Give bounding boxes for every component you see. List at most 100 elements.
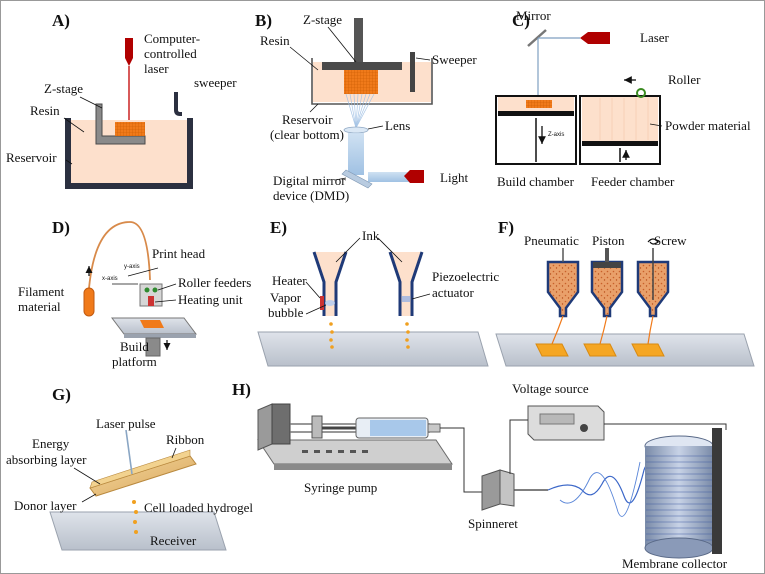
piezo-nozzle xyxy=(388,251,424,316)
label-filament-1: Filament xyxy=(18,284,65,299)
label-heater: Heater xyxy=(272,273,307,288)
panel-e-letter: E) xyxy=(270,218,287,237)
label-reservoir: Reservoir xyxy=(6,150,57,165)
label-piston: Piston xyxy=(592,233,625,248)
label-laser-pulse: Laser pulse xyxy=(96,416,156,431)
label-feeder-chamber: Feeder chamber xyxy=(591,174,675,189)
label-pneumatic: Pneumatic xyxy=(524,233,579,248)
label-lens: Lens xyxy=(385,118,410,133)
label-mirror: Mirror xyxy=(516,8,551,23)
substrate-slide-e xyxy=(257,331,489,367)
panel-c: C) Z-axis Mirror Laser Rolle xyxy=(495,8,751,189)
printed-object-b xyxy=(344,70,378,94)
pneumatic-extruder xyxy=(546,248,580,318)
label-donor-layer: Donor layer xyxy=(14,498,77,513)
panel-h: H) xyxy=(232,380,728,571)
label-build-platform-1: Build xyxy=(120,339,149,354)
label-reservoir-b-1: Reservoir xyxy=(282,112,333,127)
label-laser-2: controlled xyxy=(144,46,197,61)
feeder-powder xyxy=(582,97,658,141)
pump-plunger-block xyxy=(311,415,323,439)
screw-extruder xyxy=(636,238,670,318)
label-yaxis: y-axis xyxy=(124,264,140,270)
panel-b-letter: B) xyxy=(255,11,272,30)
label-sweeper: sweeper xyxy=(194,75,237,90)
filament-spool xyxy=(83,287,95,317)
label-membrane-collector: Membrane collector xyxy=(622,556,728,571)
panel-a-letter: A) xyxy=(52,11,70,30)
collector-plate xyxy=(712,428,722,554)
reservoir-vessel xyxy=(65,118,193,189)
label-ribbon: Ribbon xyxy=(166,432,205,447)
panel-d-letter: D) xyxy=(52,218,70,237)
label-resin: Resin xyxy=(30,103,60,118)
dmd-mirror xyxy=(341,169,373,189)
panel-f-letter: F) xyxy=(498,218,514,237)
panel-e: E) Ink Heater Vapor bubble Piezo xyxy=(257,218,499,367)
roller-feeder-right xyxy=(152,287,158,293)
label-energy-2: absorbing layer xyxy=(6,452,87,467)
laser-pulse-beam xyxy=(125,429,133,475)
panel-c-letter: C) xyxy=(512,11,530,30)
label-print-head: Print head xyxy=(152,246,206,261)
sweeper xyxy=(174,92,182,116)
label-piezo-2: actuator xyxy=(432,285,475,300)
label-piezo-1: Piezoelectric xyxy=(432,269,499,284)
label-zaxis-c: Z-axis xyxy=(548,132,564,138)
roller-icon xyxy=(636,88,646,98)
laser-source-icon xyxy=(588,32,610,44)
lens xyxy=(343,126,369,134)
receiver-slide xyxy=(49,511,227,551)
light-source-icon xyxy=(410,170,424,183)
panel-f: F) Pneumatic Piston Screw xyxy=(495,218,755,367)
label-spinneret: Spinneret xyxy=(468,516,518,531)
thermal-nozzle xyxy=(312,251,348,316)
label-build-chamber: Build chamber xyxy=(497,174,575,189)
label-laser-3: laser xyxy=(144,61,169,76)
label-roller: Roller xyxy=(668,72,701,87)
label-sweeper-b: Sweeper xyxy=(432,52,477,67)
label-cell-hydrogel: Cell loaded hydrogel xyxy=(144,500,253,515)
mirror xyxy=(527,29,547,47)
light-column xyxy=(348,133,364,175)
label-laser-1: Computer- xyxy=(144,31,200,46)
membrane-collector-drum xyxy=(645,446,713,548)
label-vapor-2: bubble xyxy=(268,305,304,320)
label-filament-2: material xyxy=(18,299,61,314)
panel-a: A) Computer- controlled laser sweeper Z-… xyxy=(6,11,237,189)
label-receiver: Receiver xyxy=(150,533,197,548)
label-xaxis: x-axis xyxy=(102,276,118,282)
filament-strand xyxy=(87,221,151,303)
substrate-slide-f xyxy=(495,333,755,367)
label-energy-1: Energy xyxy=(32,436,70,451)
z-stage-plate xyxy=(322,62,402,70)
piston-extruder xyxy=(590,248,624,318)
label-syringe-pump: Syringe pump xyxy=(304,480,377,495)
label-build-platform-2: platform xyxy=(112,354,157,369)
label-ink: Ink xyxy=(362,228,380,243)
sweeper-b xyxy=(410,52,415,92)
roller-feeder-left xyxy=(144,287,150,293)
spinneret xyxy=(481,469,501,511)
label-zstage: Z-stage xyxy=(44,81,83,96)
panel-d: D) y-axis x-axis Print head Roller feede… xyxy=(18,218,251,369)
label-vapor-1: Vapor xyxy=(270,290,302,305)
label-laser-c: Laser xyxy=(640,30,670,45)
label-resin-b: Resin xyxy=(260,33,290,48)
printed-object xyxy=(115,122,145,136)
label-dmd-1: Digital mirror xyxy=(273,173,346,188)
feeder-piston xyxy=(582,141,658,146)
syringe-fluid xyxy=(370,420,426,436)
laser-icon xyxy=(125,38,133,58)
panel-b: B) Z-stage Resin Sweeper xyxy=(255,11,477,203)
z-stage-rod xyxy=(354,18,363,62)
label-powder: Powder material xyxy=(665,118,751,133)
label-reservoir-b-2: (clear bottom) xyxy=(270,127,344,142)
sintered-part xyxy=(526,100,552,108)
label-light: Light xyxy=(440,170,469,185)
label-heating-unit: Heating unit xyxy=(178,292,243,307)
panel-g: G) Laser pulse Energy absorbing layer Ri… xyxy=(6,385,253,551)
heating-unit xyxy=(148,296,154,306)
panel-h-letter: H) xyxy=(232,380,251,399)
